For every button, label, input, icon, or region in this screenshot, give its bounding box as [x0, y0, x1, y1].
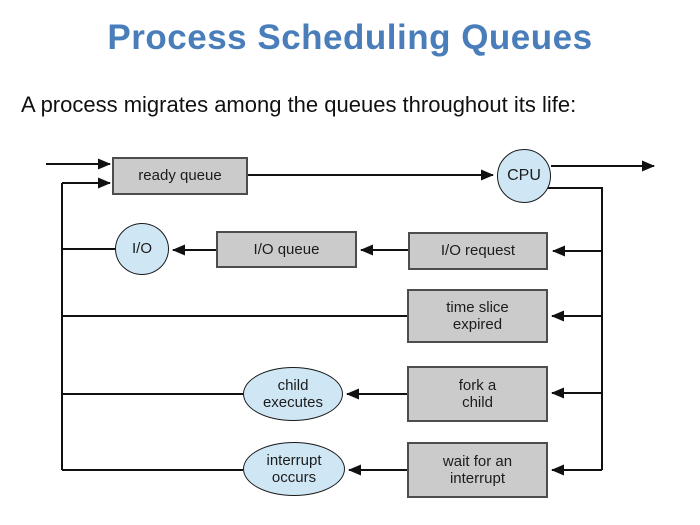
- node-io-queue: I/O queue: [216, 231, 357, 268]
- edge-cpu-down-vertical: [548, 187, 603, 470]
- node-io: I/O: [115, 223, 169, 275]
- node-ready-queue: ready queue: [112, 157, 248, 195]
- node-interrupt-occurs: interrupt occurs: [243, 442, 345, 496]
- node-wait-for-interrupt: wait for an interrupt: [407, 442, 548, 498]
- node-child-executes: child executes: [243, 367, 343, 421]
- page-title: Process Scheduling Queues: [107, 18, 593, 57]
- node-io-request: I/O request: [408, 232, 548, 270]
- node-cpu: CPU: [497, 149, 551, 203]
- subtitle-text: A process migrates among the queues thro…: [21, 92, 577, 117]
- node-fork-a-child: fork a child: [407, 366, 548, 422]
- node-time-slice-expired: time slice expired: [407, 289, 548, 343]
